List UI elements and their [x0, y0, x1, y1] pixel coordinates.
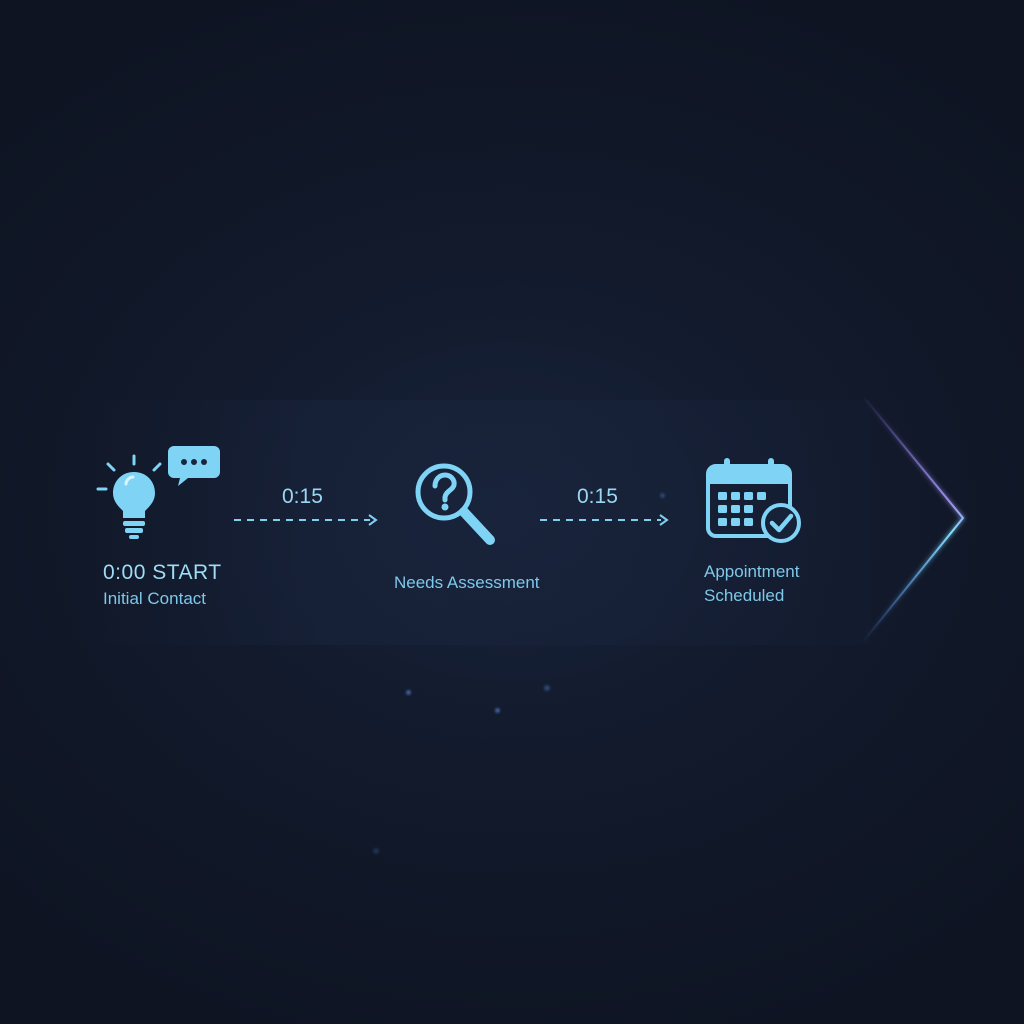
- connector-2: [540, 514, 669, 526]
- particle: [495, 708, 500, 713]
- arrow-chevron: [861, 394, 965, 644]
- calendar-check-icon: [706, 458, 801, 543]
- particle: [373, 848, 379, 854]
- step-1-time: 0:00 START: [103, 561, 222, 584]
- step-2-label: Needs Assessment: [394, 573, 540, 592]
- connector-1-arrowhead: [368, 514, 378, 526]
- duration-1: 0:15: [282, 485, 323, 508]
- particle: [544, 685, 550, 691]
- particle: [406, 690, 411, 695]
- connector-2-arrowhead: [659, 514, 669, 526]
- connector-1: [234, 514, 378, 526]
- lightbulb-chat-icon: [96, 446, 220, 539]
- step-1-label: Initial Contact: [103, 589, 206, 608]
- duration-2: 0:15: [577, 485, 618, 508]
- step-3-label-line2: Scheduled: [704, 586, 785, 605]
- magnifier-question-icon: [415, 463, 495, 545]
- particle: [660, 493, 665, 498]
- step-3-label-line1: Appointment: [704, 562, 800, 581]
